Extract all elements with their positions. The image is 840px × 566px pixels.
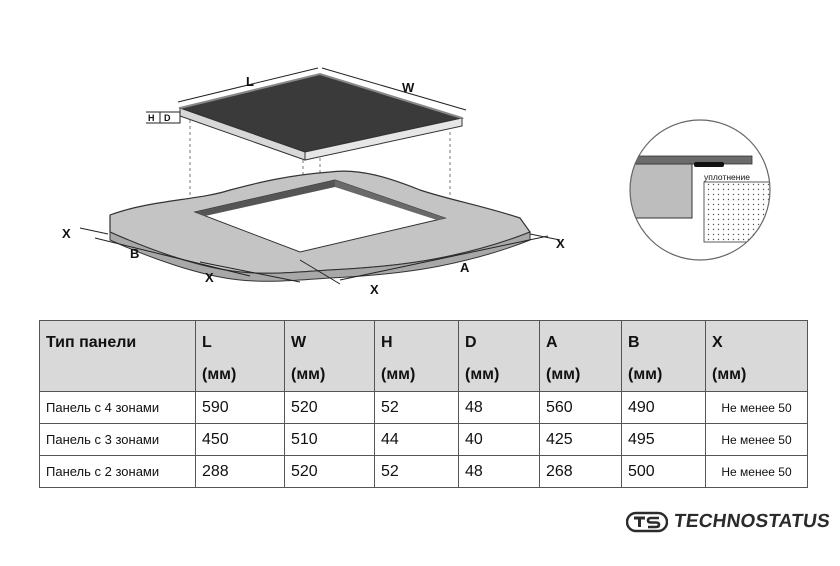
header-cell: L(мм) xyxy=(195,320,285,392)
cell-A: 268 xyxy=(539,455,622,488)
brand-name: TECHNOSTATUS xyxy=(672,511,832,532)
cell-D: 48 xyxy=(458,391,540,424)
cell-H: 52 xyxy=(374,391,459,424)
table-header-row: Тип панели L(мм) W(мм) H(мм) D(мм) A(мм)… xyxy=(39,320,808,392)
label-X-front: X xyxy=(205,270,214,285)
cell-W: 520 xyxy=(284,391,375,424)
hob-panel xyxy=(178,72,464,161)
cell-panel-type: Панель с 2 зонами xyxy=(39,455,196,488)
countertop xyxy=(109,170,531,282)
cell-B: 490 xyxy=(621,391,706,424)
table-row: Панель с 3 зонами 450 510 44 40 425 495 … xyxy=(39,423,808,456)
cell-B: 495 xyxy=(621,423,706,456)
cell-D: 48 xyxy=(458,455,540,488)
cell-A: 560 xyxy=(539,391,622,424)
cell-L: 288 xyxy=(195,455,285,488)
label-A: A xyxy=(460,260,470,275)
cell-W: 510 xyxy=(284,423,375,456)
label-X-right: X xyxy=(556,236,565,251)
label-D: D xyxy=(164,113,171,123)
table-row: Панель с 4 зонами 590 520 52 48 560 490 … xyxy=(39,391,808,424)
cell-X: Не менее 50 xyxy=(705,391,808,424)
header-cell: B(мм) xyxy=(621,320,706,392)
cell-H: 44 xyxy=(374,423,459,456)
cell-panel-type: Панель с 3 зонами xyxy=(39,423,196,456)
header-cell: X(мм) xyxy=(705,320,808,392)
header-cell: H(мм) xyxy=(374,320,459,392)
brand-logo: TECHNOSTATUS xyxy=(626,511,832,533)
dimension-lines-bottom xyxy=(79,227,561,285)
label-X-left: X xyxy=(62,226,71,241)
label-W: W xyxy=(402,80,415,95)
label-B: B xyxy=(130,246,139,261)
cell-panel-type: Панель с 4 зонами xyxy=(39,391,196,424)
cell-H: 52 xyxy=(374,455,459,488)
cell-B: 500 xyxy=(621,455,706,488)
label-X-bottom: X xyxy=(370,282,379,297)
ts-logo-icon xyxy=(626,511,669,533)
label-H: H xyxy=(148,113,155,123)
seal-label: уплотнение xyxy=(704,172,750,182)
cell-X: Не менее 50 xyxy=(705,423,808,456)
dimension-lines-top xyxy=(177,67,467,111)
seal-detail-inset: уплотнение xyxy=(629,119,771,261)
installation-diagram: L W H D X B X X A X xyxy=(62,67,565,297)
cell-L: 590 xyxy=(195,391,285,424)
cell-A: 425 xyxy=(539,423,622,456)
hd-marker xyxy=(146,111,181,124)
specs-table: Тип панели L(мм) W(мм) H(мм) D(мм) A(мм)… xyxy=(39,320,808,488)
table-row: Панель с 2 зонами 288 520 52 48 268 500 … xyxy=(39,455,808,488)
seal-strip xyxy=(694,162,724,167)
header-cell: A(мм) xyxy=(539,320,622,392)
cell-D: 40 xyxy=(458,423,540,456)
cell-L: 450 xyxy=(195,423,285,456)
cell-X: Не менее 50 xyxy=(705,455,808,488)
header-cell: Тип панели xyxy=(39,320,196,392)
header-cell: W(мм) xyxy=(284,320,375,392)
header-cell: D(мм) xyxy=(458,320,540,392)
label-L: L xyxy=(246,74,254,89)
cell-W: 520 xyxy=(284,455,375,488)
